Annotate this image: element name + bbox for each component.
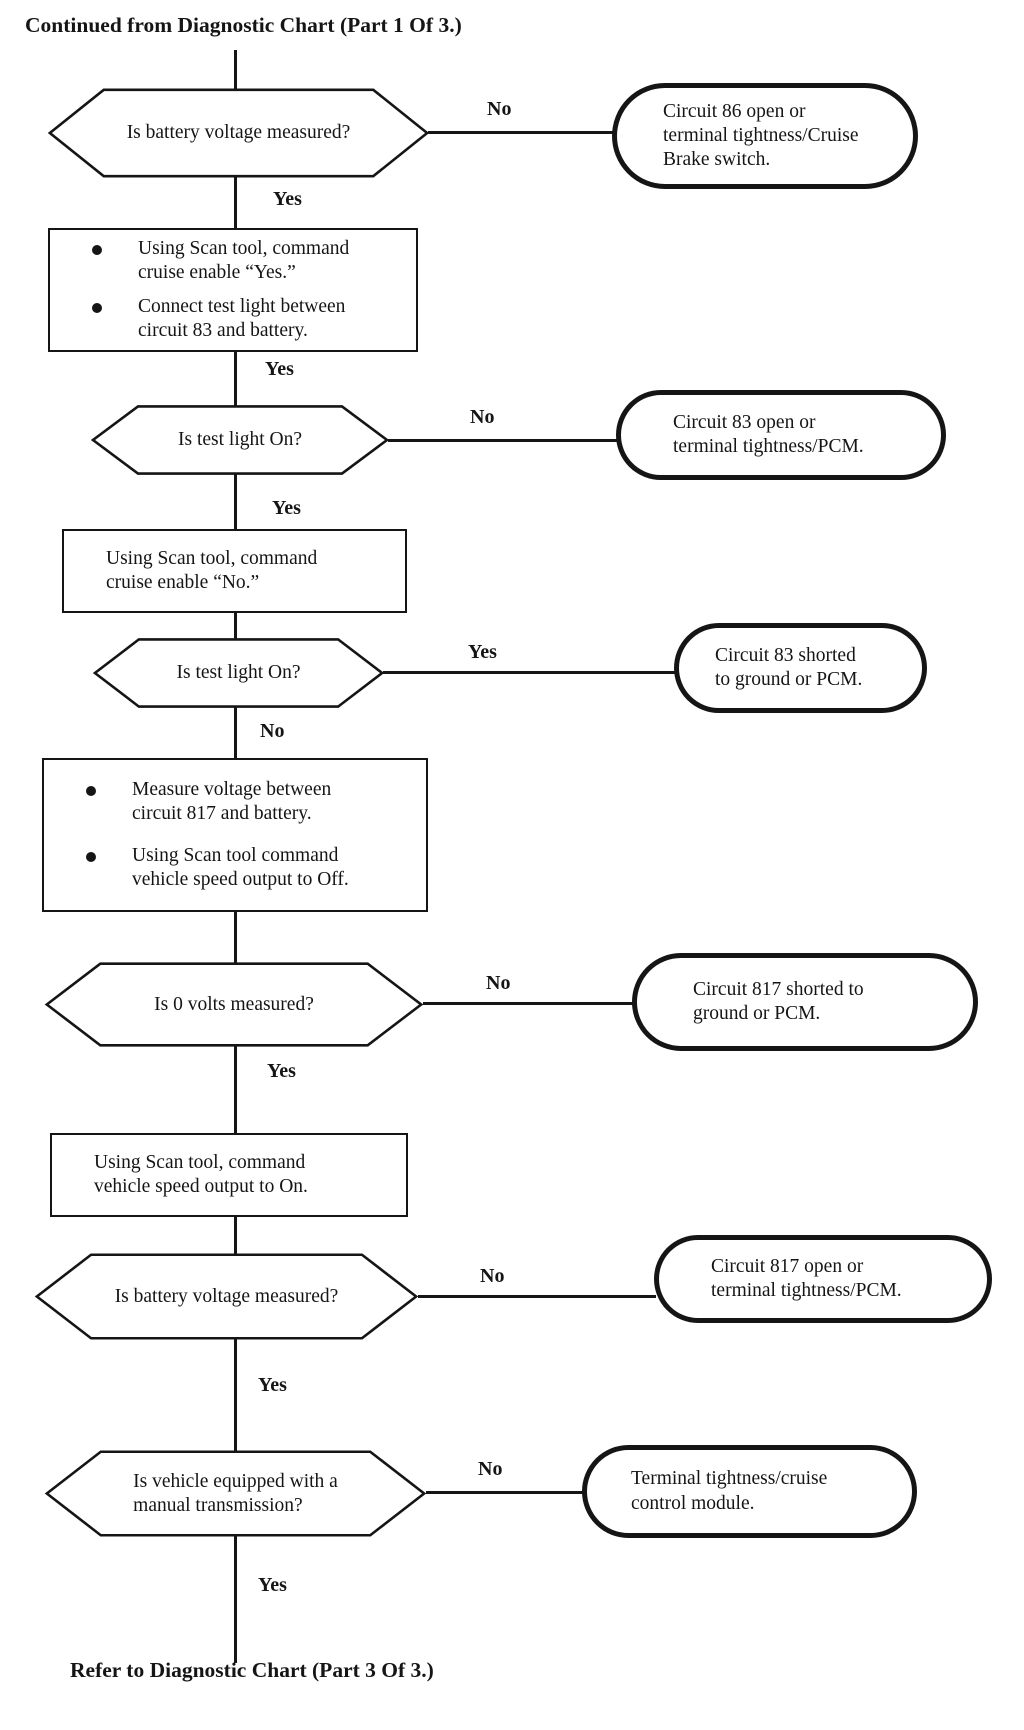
connector-d6-to-t6: [426, 1491, 584, 1494]
edge-label-no-d5: No: [480, 1265, 505, 1287]
connector-title-to-d1: [234, 50, 237, 90]
connector-d3-to-t3: [383, 671, 676, 674]
terminal-text: Circuit 817 shorted to ground or PCM.: [693, 978, 864, 1024]
terminal-circuit-817-open: Circuit 817 open or terminal tightness/P…: [654, 1235, 992, 1323]
terminal-text: Circuit 86 open or terminal tightness/Cr…: [663, 100, 859, 171]
process-command-cruise-enable-yes: Using Scan tool, command cruise enable “…: [48, 228, 418, 352]
edge-label-yes-p1: Yes: [265, 358, 294, 380]
terminal-text: Circuit 817 open or terminal tightness/P…: [711, 1255, 902, 1301]
decision-0-volts: Is 0 volts measured?: [43, 962, 425, 1047]
connector-d1-to-p1: [234, 176, 237, 230]
connector-d4-to-p4: [234, 1045, 237, 1135]
bullet-item: Measure voltage between circuit 817 and …: [44, 778, 426, 826]
decision-battery-voltage-2: Is battery voltage measured?: [33, 1253, 420, 1340]
decision-manual-transmission: Is vehicle equipped with a manual transm…: [43, 1450, 428, 1537]
terminal-text: Circuit 83 open or terminal tightness/PC…: [673, 411, 864, 457]
bullet-text: Connect test light between circuit 83 an…: [138, 296, 346, 342]
hexagon-shape: [92, 638, 385, 708]
bullet-icon: [86, 852, 96, 862]
edge-label-no-d6: No: [478, 1458, 503, 1480]
hexagon-shape: [43, 962, 425, 1047]
hexagon-shape: [46, 88, 431, 178]
terminal-circuit-817-shorted: Circuit 817 shorted to ground or PCM.: [632, 953, 978, 1051]
edge-label-yes-d3: Yes: [468, 641, 497, 663]
hexagon-shape: [90, 405, 390, 475]
decision-test-light-2: Is test light On?: [92, 638, 385, 708]
edge-label-no-d1: No: [487, 98, 512, 120]
terminal-cruise-control-module: Terminal tightness/cruise control module…: [582, 1445, 917, 1538]
bullet-icon: [92, 303, 102, 313]
edge-label-yes-d6: Yes: [258, 1574, 287, 1596]
decision-question: Is battery voltage measured?: [126, 122, 351, 144]
connector-p2-to-d3: [234, 611, 237, 640]
process-command-cruise-enable-no: Using Scan tool, command cruise enable “…: [62, 529, 407, 613]
connector-p4-to-d5: [234, 1215, 237, 1255]
terminal-text: Circuit 83 shorted to ground or PCM.: [715, 644, 863, 690]
hexagon-shape: [33, 1253, 420, 1340]
connector-d2-to-p2: [234, 473, 237, 529]
hexagon-shape: [43, 1450, 428, 1537]
connector-d5-to-t5: [418, 1295, 656, 1298]
edge-label-yes-d1: Yes: [273, 188, 302, 210]
process-vehicle-speed-output-on: Using Scan tool, command vehicle speed o…: [50, 1133, 408, 1217]
terminal-text: Terminal tightness/cruise control module…: [631, 1468, 828, 1514]
process-text: Using Scan tool, command cruise enable “…: [106, 547, 318, 593]
terminal-circuit-83-open: Circuit 83 open or terminal tightness/PC…: [616, 390, 946, 480]
decision-question: Is battery voltage measured?: [114, 1285, 339, 1307]
edge-label-no-d4: No: [486, 972, 511, 994]
edge-label-no-d2: No: [470, 406, 495, 428]
decision-battery-voltage-1: Is battery voltage measured?: [46, 88, 431, 178]
bullet-icon: [92, 244, 102, 255]
connector-d3-to-p3: [234, 706, 237, 760]
bullet-item: Connect test light between circuit 83 an…: [50, 295, 416, 343]
connector-d1-to-t1: [428, 131, 614, 134]
bullet-item: Using Scan tool command vehicle speed ou…: [44, 844, 426, 892]
process-text: Using Scan tool, command vehicle speed o…: [94, 1151, 308, 1197]
decision-test-light-1: Is test light On?: [90, 405, 390, 475]
decision-question: Is vehicle equipped with a manual transm…: [133, 1471, 338, 1516]
edge-label-yes-d2: Yes: [272, 497, 301, 519]
connector-p1-to-d2: [234, 350, 237, 407]
bullet-list: Measure voltage between circuit 817 and …: [44, 778, 426, 893]
bullet-text: Using Scan tool, command cruise enable “…: [138, 237, 350, 283]
connector-d2-to-t2: [388, 439, 618, 442]
edge-label-no-d3: No: [260, 720, 285, 742]
decision-question: Is test light On?: [177, 429, 303, 451]
edge-label-yes-d5: Yes: [258, 1374, 287, 1396]
continued-from-title: Continued from Diagnostic Chart (Part 1 …: [25, 13, 462, 37]
bullet-item: Using Scan tool, command cruise enable “…: [50, 237, 416, 285]
terminal-circuit-83-shorted: Circuit 83 shorted to ground or PCM.: [674, 623, 927, 713]
connector-p3-to-d4: [234, 910, 237, 964]
terminal-circuit-86-open: Circuit 86 open or terminal tightness/Cr…: [612, 83, 918, 189]
connector-d4-to-t4: [423, 1002, 634, 1005]
decision-question: Is test light On?: [176, 662, 301, 684]
refer-to-title: Refer to Diagnostic Chart (Part 3 Of 3.): [70, 1658, 434, 1682]
decision-question: Is 0 volts measured?: [154, 993, 314, 1015]
bullet-text: Measure voltage between circuit 817 and …: [132, 778, 332, 824]
bullet-text: Using Scan tool command vehicle speed ou…: [132, 845, 349, 891]
bullet-icon: [86, 785, 96, 796]
edge-label-yes-d4: Yes: [267, 1060, 296, 1082]
connector-d6-to-footer: [234, 1535, 237, 1663]
process-measure-voltage-817: Measure voltage between circuit 817 and …: [42, 758, 428, 912]
bullet-list: Using Scan tool, command cruise enable “…: [50, 237, 416, 344]
connector-d5-to-d6: [234, 1338, 237, 1452]
